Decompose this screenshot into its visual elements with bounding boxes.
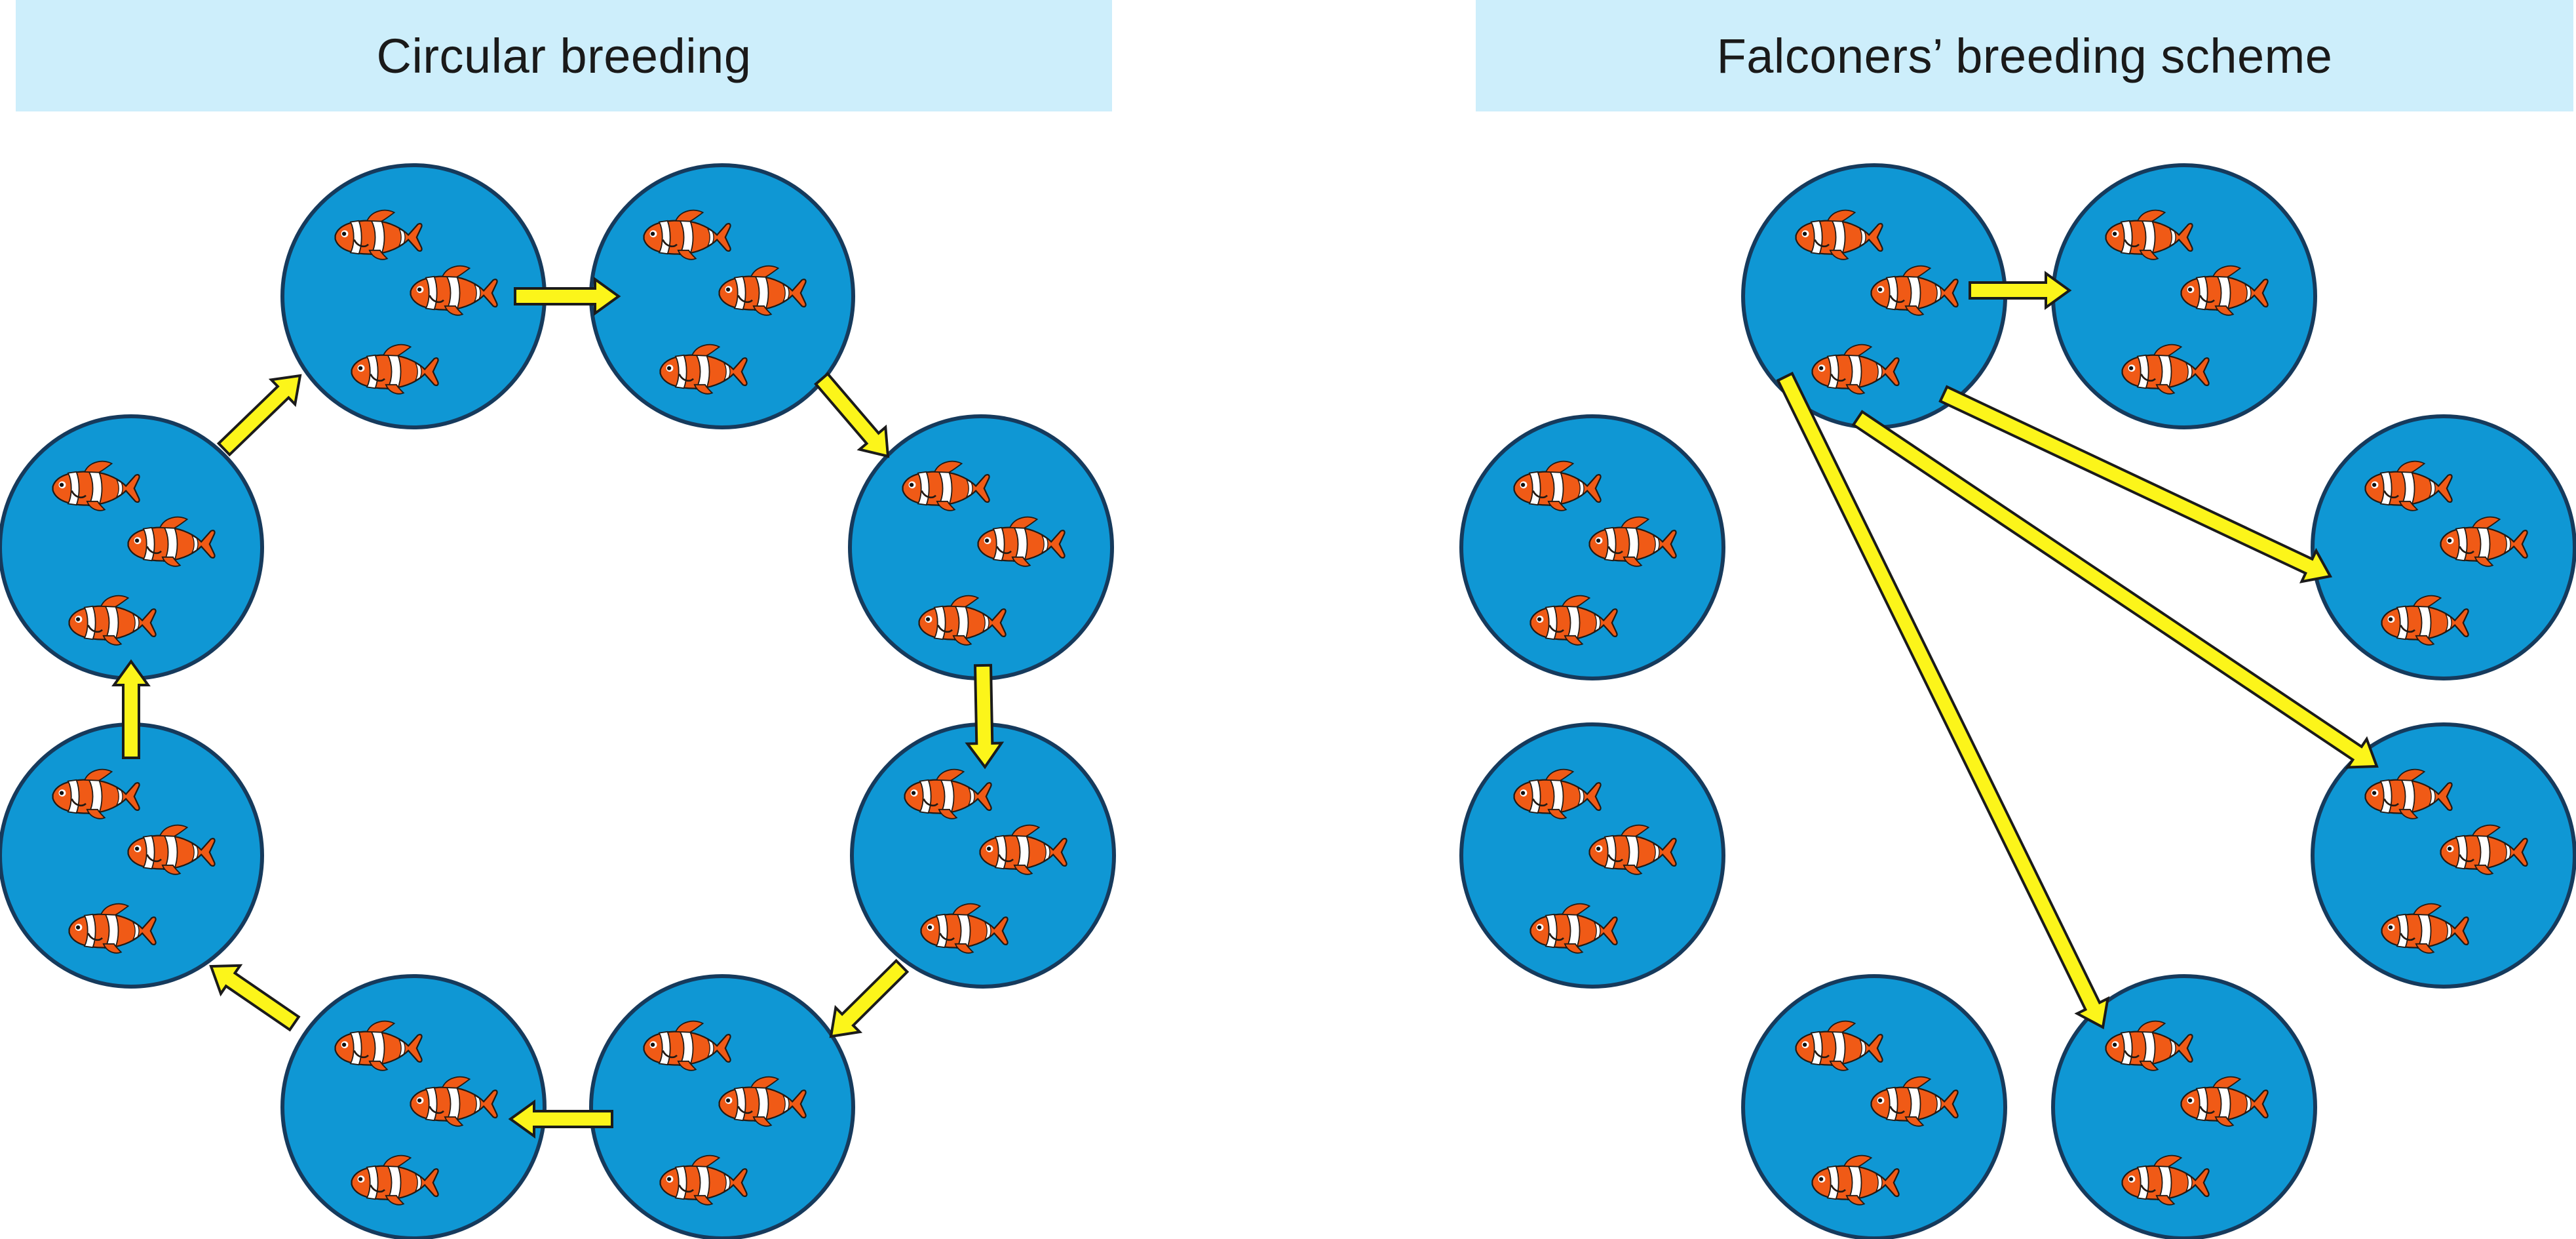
circular-breeding-arrow-6 (209, 964, 301, 1032)
falconers-breeding-title-banner: Falconers’ breeding scheme (1476, 0, 2573, 111)
circular-breeding-arrow-2 (814, 372, 890, 458)
circular-breeding-title: Circular breeding (376, 28, 752, 83)
circular-tank-3 (848, 414, 1114, 680)
circular-tank-5 (589, 974, 855, 1239)
falconers-tank-3 (1459, 414, 1725, 680)
circular-breeding-title-banner: Circular breeding (16, 0, 1112, 111)
falconers-breeding-arrow-3 (1851, 410, 2379, 769)
circular-breeding-arrow-4 (829, 958, 910, 1038)
circular-tank-6 (280, 974, 547, 1239)
circular-tank-2 (589, 163, 855, 429)
falconers-breeding-title: Falconers’ breeding scheme (1716, 28, 2333, 83)
circular-breeding-arrow-5 (508, 1099, 613, 1139)
falconers-tank-8 (2051, 974, 2317, 1239)
circular-breeding-arrow-7 (111, 659, 151, 759)
falconers-tank-6 (2311, 722, 2576, 989)
circular-breeding-arrow-8 (216, 374, 302, 457)
falconers-tank-7 (1741, 974, 2007, 1239)
falconers-tank-4 (2311, 414, 2576, 680)
circular-tank-7 (0, 722, 264, 989)
falconers-tank-2 (2051, 163, 2317, 429)
circular-tank-1 (280, 163, 547, 429)
tank-layer (0, 163, 2576, 1239)
falconers-tank-5 (1459, 722, 1725, 989)
circular-tank-8 (0, 414, 264, 680)
falconers-breeding-arrow-2 (1938, 385, 2333, 583)
falconers-breeding-arrow-4 (1776, 372, 2110, 1030)
circular-breeding-arrow-3 (965, 663, 1005, 770)
arrow-layer (111, 271, 2379, 1139)
falconers-breeding-arrow-1 (1969, 271, 2072, 310)
circular-breeding-arrow-1 (514, 277, 621, 316)
